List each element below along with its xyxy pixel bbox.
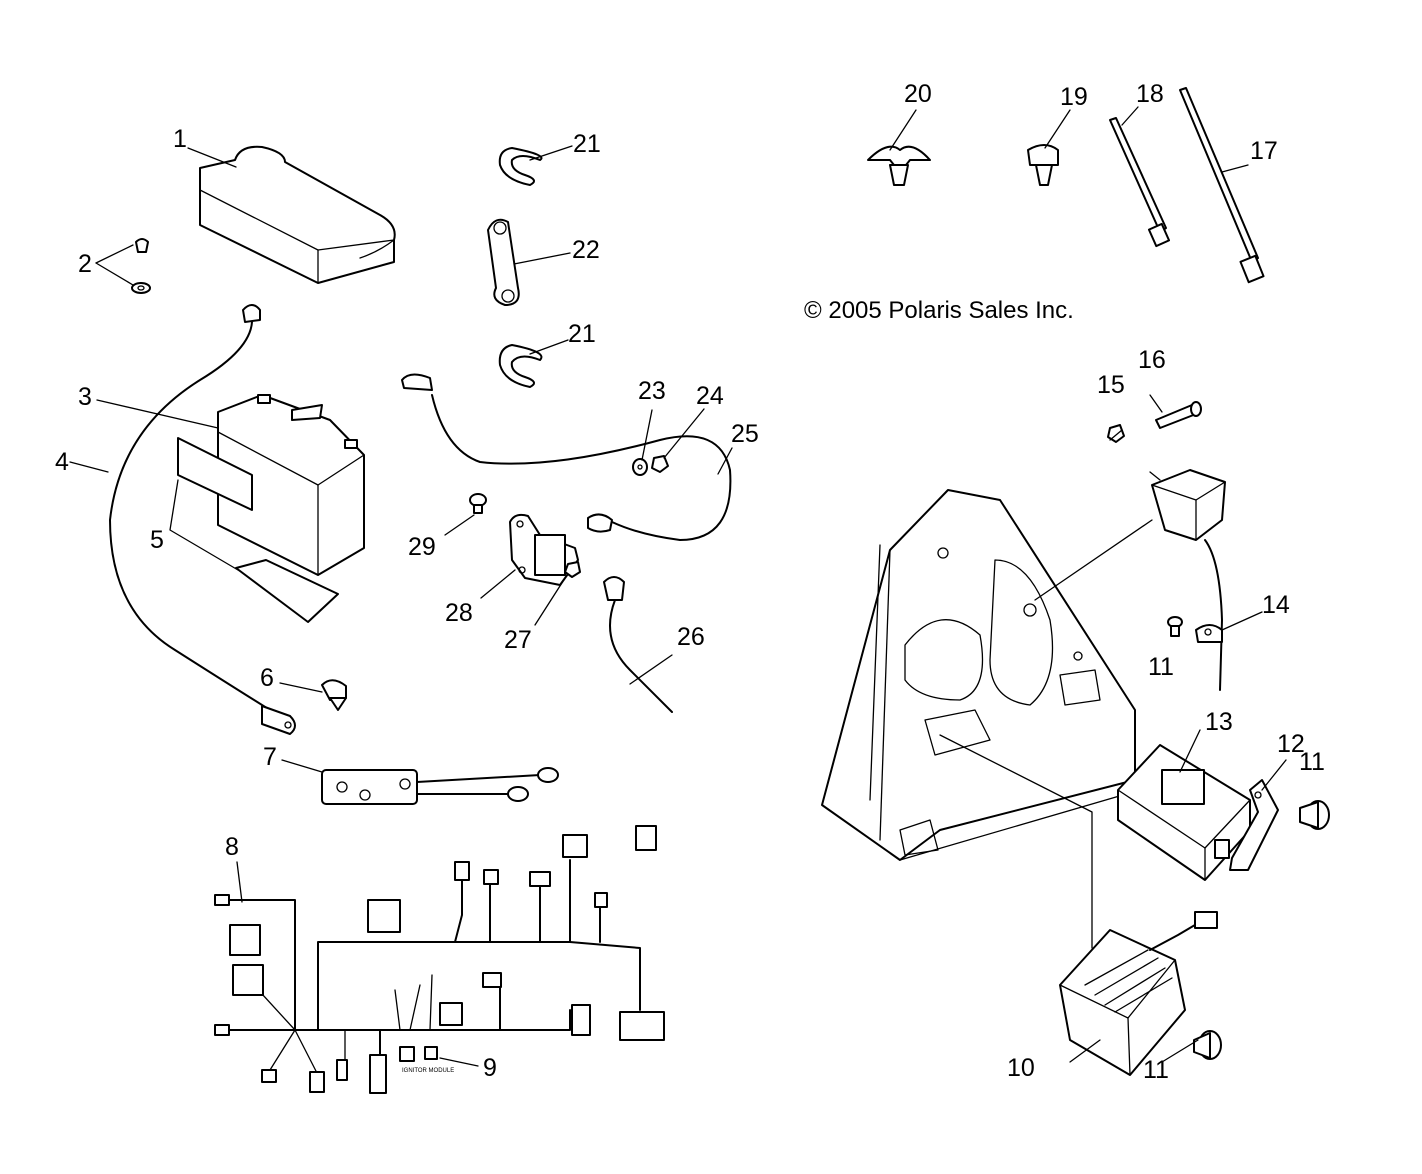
negative-cable [603,576,673,713]
callout-28: 28 [445,599,473,627]
cdi-bracket [1229,779,1279,871]
callout-labels: 1 2 3 4 5 6 7 8 9 10 11 11 11 12 13 14 1… [55,80,1325,1084]
callout-11-right: 11 [1299,748,1325,776]
battery-cable [109,304,296,735]
copyright-text: © 2005 Polaris Sales Inc. [804,297,1074,324]
bolt-16 [1155,401,1202,429]
cable-clamp [1195,624,1223,643]
callout-17: 17 [1250,137,1278,165]
callout-26: 26 [677,623,705,651]
clip-upper [498,147,543,186]
callout-1: 1 [173,125,187,153]
cable-tie-short [1109,117,1171,248]
callout-16: 16 [1138,346,1166,374]
nut [651,455,669,473]
screw [321,679,347,711]
link-bracket [487,218,520,306]
cable-tie-long [1179,87,1265,284]
callout-11-upper: 11 [1148,653,1174,681]
callout-11-bottom: 11 [1143,1056,1169,1084]
battery-cover [199,145,396,284]
wiring-harness: IGNITOR MODULE [214,825,665,1094]
callout-2: 2 [78,250,92,278]
callout-13: 13 [1205,708,1233,736]
callout-29: 29 [408,533,436,561]
positive-cable [401,373,732,541]
callout-18: 18 [1136,80,1164,108]
callout-10: 10 [1007,1054,1035,1082]
solenoid-screw [469,493,487,514]
callout-23: 23 [638,377,666,405]
screw-11-upper [1167,616,1183,637]
push-clip-20 [867,145,931,186]
screw-11-bottom [1193,1030,1222,1060]
callout-14: 14 [1262,591,1290,619]
frame-plate [821,489,1141,861]
callout-3: 3 [78,383,92,411]
leader-lines [69,106,1287,1067]
screw-11-right [1299,800,1330,830]
bracket-assembly [321,767,559,805]
callout-9: 9 [483,1054,497,1082]
callout-24: 24 [696,382,724,410]
callout-22: 22 [572,236,600,264]
relay-module [1151,469,1226,691]
callout-21-lower: 21 [568,320,596,348]
solenoid-nut [564,561,581,578]
push-clip-19 [1027,144,1059,186]
callout-4: 4 [55,448,69,476]
voltage-regulator [1059,911,1218,1076]
bolt-and-washer [131,238,151,294]
callout-6: 6 [260,664,274,692]
callout-19: 19 [1060,83,1088,111]
callout-27: 27 [504,626,532,654]
callout-21-upper: 21 [573,130,601,158]
callout-15: 15 [1097,371,1125,399]
callout-12: 12 [1277,730,1305,758]
callout-7: 7 [263,743,277,771]
washer [632,458,648,476]
clip-lower [498,344,543,388]
cdi-module [1117,744,1251,881]
harness-tag: IGNITOR MODULE [402,1068,454,1074]
starter-solenoid [509,513,579,586]
callout-8: 8 [225,833,239,861]
callout-20: 20 [904,80,932,108]
callout-5: 5 [150,526,164,554]
callout-25: 25 [731,420,759,448]
battery [217,394,365,576]
battery-decals [177,437,339,623]
